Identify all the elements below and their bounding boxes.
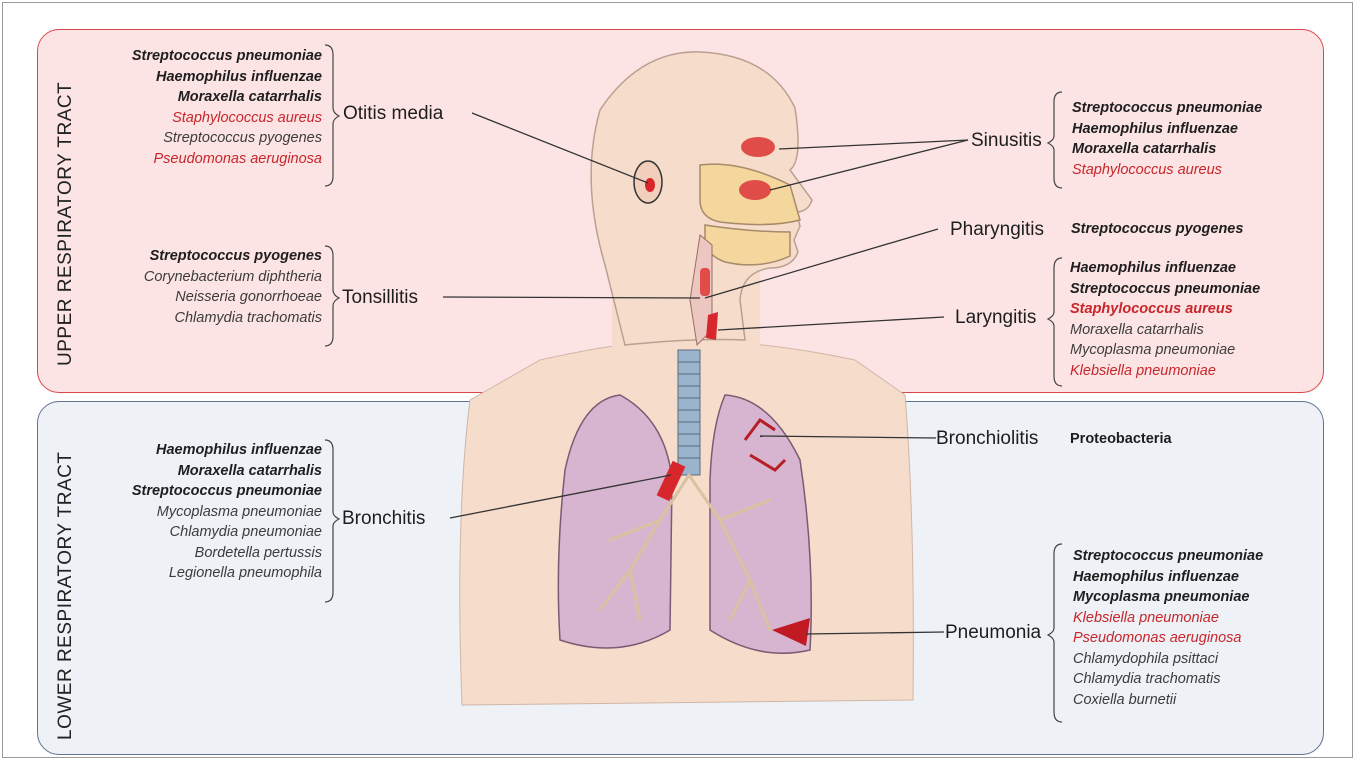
pathogen-name: Haemophilus influenzae (132, 67, 322, 88)
pharyngitis-label: Pharyngitis (950, 219, 1044, 241)
pathogen-name: Chlamydia trachomatis (1073, 669, 1263, 690)
pharyngitis-pathogen: Streptococcus pyogenes (1071, 221, 1243, 237)
trachea (678, 350, 700, 475)
frontal-sinus (741, 137, 775, 157)
pathogen-name: Pseudomonas aeruginosa (132, 149, 322, 170)
otitis-media-label: Otitis media (343, 103, 443, 125)
bronchiolitis-label: Bronchiolitis (936, 428, 1038, 450)
pathogen-name: Corynebacterium diphtheria (144, 267, 322, 288)
pathogen-name: Chlamydophila psittaci (1073, 649, 1263, 670)
pathogen-name: Haemophilus influenzae (1070, 258, 1260, 279)
pathogen-name: Haemophilus influenzae (132, 440, 322, 461)
maxillary-sinus (739, 180, 771, 200)
pathogen-name: Mycoplasma pneumoniae (132, 502, 322, 523)
pathogen-name: Haemophilus influenzae (1073, 567, 1263, 588)
pathogen-name: Legionella pneumophila (132, 563, 322, 584)
pathogen-name: Haemophilus influenzae (1072, 119, 1262, 140)
pneumonia-label: Pneumonia (945, 622, 1041, 644)
bronchitis-label: Bronchitis (342, 508, 425, 530)
pathogen-name: Streptococcus pneumoniae (1072, 98, 1262, 119)
pathogen-name: Moraxella catarrhalis (1072, 139, 1262, 160)
sinusitis-label: Sinusitis (971, 130, 1042, 152)
pathogen-name: Streptococcus pyogenes (144, 246, 322, 267)
pathogen-name: Streptococcus pneumoniae (132, 46, 322, 67)
pathogen-name: Streptococcus pneumoniae (1070, 279, 1260, 300)
pathogen-name: Streptococcus pneumoniae (1073, 546, 1263, 567)
pathogen-name: Klebsiella pneumoniae (1070, 361, 1260, 382)
laryngitis-label: Laryngitis (955, 307, 1036, 329)
bronchiolitis-pathogen: Proteobacteria (1070, 431, 1172, 447)
pathogen-name: Neisseria gonorrhoeae (144, 287, 322, 308)
pathogen-name: Pseudomonas aeruginosa (1073, 628, 1263, 649)
pathogen-name: Mycoplasma pneumoniae (1073, 587, 1263, 608)
pathogen-name: Bordetella pertussis (132, 543, 322, 564)
tonsil-infection (700, 268, 710, 296)
pathogen-name: Mycoplasma pneumoniae (1070, 340, 1260, 361)
pathogen-name: Moraxella catarrhalis (132, 461, 322, 482)
pathogen-name: Streptococcus pneumoniae (132, 481, 322, 502)
pathogen-name: Chlamydia pneumoniae (132, 522, 322, 543)
tonsillitis-label: Tonsillitis (342, 287, 418, 309)
pathogen-name: Staphylococcus aureus (132, 108, 322, 129)
pathogen-name: Streptococcus pyogenes (132, 128, 322, 149)
pathogen-name: Staphylococcus aureus (1072, 160, 1262, 181)
pathogen-name: Coxiella burnetii (1073, 690, 1263, 711)
pathogen-name: Staphylococcus aureus (1070, 299, 1260, 320)
pathogen-name: Chlamydia trachomatis (144, 308, 322, 329)
ear-infection (645, 178, 655, 192)
pathogen-name: Klebsiella pneumoniae (1073, 608, 1263, 629)
pathogen-name: Moraxella catarrhalis (1070, 320, 1260, 341)
pathogen-name: Moraxella catarrhalis (132, 87, 322, 108)
